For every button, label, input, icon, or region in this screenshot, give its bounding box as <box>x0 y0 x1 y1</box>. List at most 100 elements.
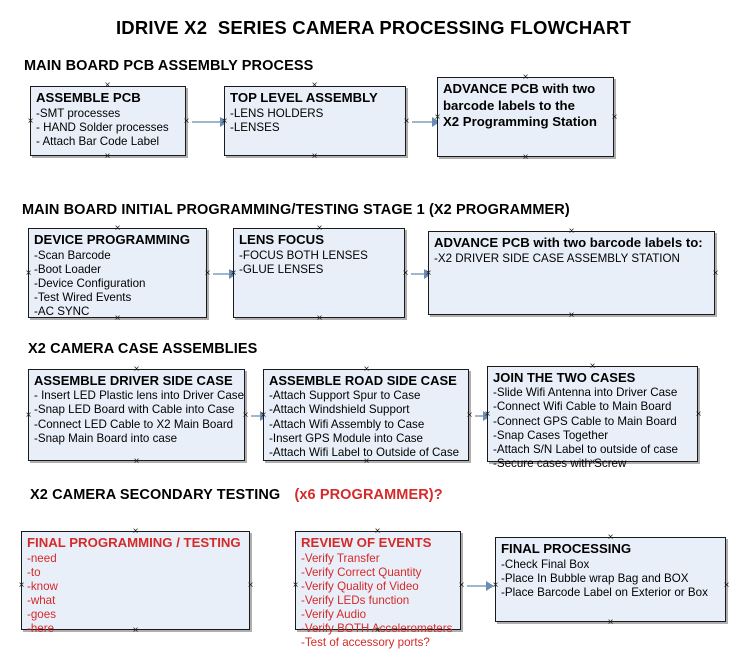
box-line: -Connect GPS Cable to Main Board <box>493 414 677 428</box>
box-line: -Verify Correct Quantity <box>301 565 422 579</box>
resize-handle-left[interactable] <box>26 117 35 126</box>
resize-handle-bottom[interactable] <box>521 153 530 162</box>
box-line: -FOCUS BOTH LENSES <box>239 248 368 262</box>
resize-handle-bottom[interactable] <box>315 314 324 323</box>
resize-handle-bottom[interactable] <box>588 458 597 467</box>
resize-handle-left[interactable] <box>483 410 492 419</box>
resize-handle-bottom[interactable] <box>113 314 122 323</box>
box-title-line2: barcode labels to the <box>443 97 575 113</box>
box-line: -Snap Main Board into case <box>34 431 178 445</box>
box-review-of-events[interactable]: REVIEW OF EVENTS -Verify Transfer -Verif… <box>295 531 461 649</box>
box-title: FINAL PROGRAMMING / TESTING <box>27 535 241 550</box>
connector-line <box>213 273 231 275</box>
resize-handle-bottom[interactable] <box>606 618 615 627</box>
resize-handle-left[interactable] <box>433 113 442 122</box>
box-line: -know <box>27 579 58 593</box>
resize-handle-top[interactable] <box>362 365 371 374</box>
resize-handle-right[interactable] <box>246 581 255 590</box>
resize-handle-left[interactable] <box>291 581 300 590</box>
box-title-line3: X2 Programming Station <box>443 114 597 130</box>
box-line: -goes <box>27 608 57 622</box>
resize-handle-right[interactable] <box>241 411 250 420</box>
box-line: -Verify Audio <box>301 608 367 622</box>
resize-handle-left[interactable] <box>259 411 268 420</box>
box-line: -Attach Wifi Assembly to Case <box>269 417 425 431</box>
page-title: IDRIVE X2 SERIES CAMERA PROCESSING FLOWC… <box>115 17 632 38</box>
box-final-programming-testing[interactable]: FINAL PROGRAMMING / TESTING -need -to -k… <box>21 531 250 635</box>
resize-handle-right[interactable] <box>401 269 410 278</box>
box-line: -Verify Quality of Video <box>301 579 419 593</box>
box-line: -Attach Windshield Support <box>269 403 410 417</box>
box-advance-pcb-driver-side-case[interactable]: ADVANCE PCB with two barcode labels to: … <box>428 231 715 315</box>
resize-handle-left[interactable] <box>229 269 238 278</box>
resize-handle-top[interactable] <box>113 224 122 233</box>
resize-handle-top[interactable] <box>567 227 576 236</box>
resize-handle-left[interactable] <box>491 581 500 590</box>
box-line: -Device Configuration <box>34 276 146 290</box>
resize-handle-right[interactable] <box>203 269 212 278</box>
resize-handle-top[interactable] <box>373 527 382 536</box>
resize-handle-left[interactable] <box>24 411 33 420</box>
resize-handle-top[interactable] <box>103 81 112 90</box>
resize-handle-right[interactable] <box>182 117 191 126</box>
resize-handle-top[interactable] <box>588 362 597 371</box>
box-line: -Connect LED Cable to X2 Main Board <box>34 417 234 431</box>
resize-handle-left[interactable] <box>24 269 33 278</box>
box-line: -Verify Transfer <box>301 551 380 565</box>
box-assemble-pcb[interactable]: ASSEMBLE PCB -SMT processes - HAND Solde… <box>30 86 186 156</box>
box-title: JOIN THE TWO CASES <box>493 370 636 385</box>
box-line: -what <box>27 594 56 607</box>
box-advance-pcb-x2-programming-station[interactable]: ADVANCE PCB with two barcode labels to t… <box>437 77 614 157</box>
connector-line <box>412 121 434 123</box>
box-line: -Test Wired Events <box>34 291 132 304</box>
resize-handle-bottom[interactable] <box>132 457 141 466</box>
box-line: -to <box>27 565 41 579</box>
resize-handle-bottom[interactable] <box>310 152 319 161</box>
box-line: -LENS HOLDERS <box>230 106 324 120</box>
resize-handle-top[interactable] <box>315 224 324 233</box>
resize-handle-right[interactable] <box>465 411 474 420</box>
box-title: ADVANCE PCB with two <box>443 81 596 96</box>
resize-handle-top[interactable] <box>606 533 615 542</box>
resize-handle-right[interactable] <box>694 410 703 419</box>
connector-line <box>251 415 265 417</box>
box-line: -need <box>27 551 57 565</box>
box-title: TOP LEVEL ASSEMBLY <box>230 90 378 105</box>
resize-handle-bottom[interactable] <box>131 626 140 635</box>
box-assemble-road-side-case[interactable]: ASSEMBLE ROAD SIDE CASE -Attach Support … <box>263 369 469 461</box>
resize-handle-right[interactable] <box>711 269 720 278</box>
resize-handle-left[interactable] <box>220 117 229 126</box>
section-heading-main-board-initial-programming: MAIN BOARD INITIAL PROGRAMMING/TESTING S… <box>22 202 570 218</box>
resize-handle-top[interactable] <box>521 73 530 82</box>
box-line: -Insert GPS Module into Case <box>269 431 424 445</box>
resize-handle-right[interactable] <box>610 113 619 122</box>
box-title: FINAL PROCESSING <box>501 541 632 556</box>
resize-handle-top[interactable] <box>310 81 319 90</box>
resize-handle-bottom[interactable] <box>362 457 371 466</box>
box-final-processing[interactable]: FINAL PROCESSING -Check Final Box -Place… <box>495 537 726 622</box>
resize-handle-top[interactable] <box>132 365 141 374</box>
box-line: - Attach Bar Code Label <box>36 134 160 148</box>
box-line: -SMT processes <box>36 106 121 120</box>
resize-handle-top[interactable] <box>131 527 140 536</box>
resize-handle-bottom[interactable] <box>373 626 382 635</box>
box-line: - HAND Solder processes <box>36 120 169 134</box>
box-lens-focus[interactable]: LENS FOCUS -FOCUS BOTH LENSES -GLUE LENS… <box>233 228 405 318</box>
resize-handle-bottom[interactable] <box>103 152 112 161</box>
box-title: DEVICE PROGRAMMING <box>34 232 191 247</box>
box-device-programming[interactable]: DEVICE PROGRAMMING -Scan Barcode -Boot L… <box>28 228 207 318</box>
resize-handle-bottom[interactable] <box>567 311 576 320</box>
resize-handle-right[interactable] <box>722 581 731 590</box>
resize-handle-right[interactable] <box>457 581 466 590</box>
box-assemble-driver-side-case[interactable]: ASSEMBLE DRIVER SIDE CASE - Insert LED P… <box>28 369 245 461</box>
resize-handle-left[interactable] <box>424 269 433 278</box>
resize-handle-right[interactable] <box>402 117 411 126</box>
connector-line <box>192 121 222 123</box>
box-top-level-assembly[interactable]: TOP LEVEL ASSEMBLY -LENS HOLDERS -LENSES <box>224 86 406 156</box>
resize-handle-left[interactable] <box>17 581 26 590</box>
box-line: -Attach Wifi Label to Outside of Case <box>269 445 460 459</box>
box-title: ADVANCE PCB with two barcode labels to: <box>434 235 703 250</box>
box-line: -Check Final Box <box>501 557 590 571</box>
box-line-overflow: -Test of accessory ports? <box>301 636 430 650</box>
box-join-the-two-cases[interactable]: JOIN THE TWO CASES -Slide Wifi Antenna i… <box>487 366 698 470</box>
